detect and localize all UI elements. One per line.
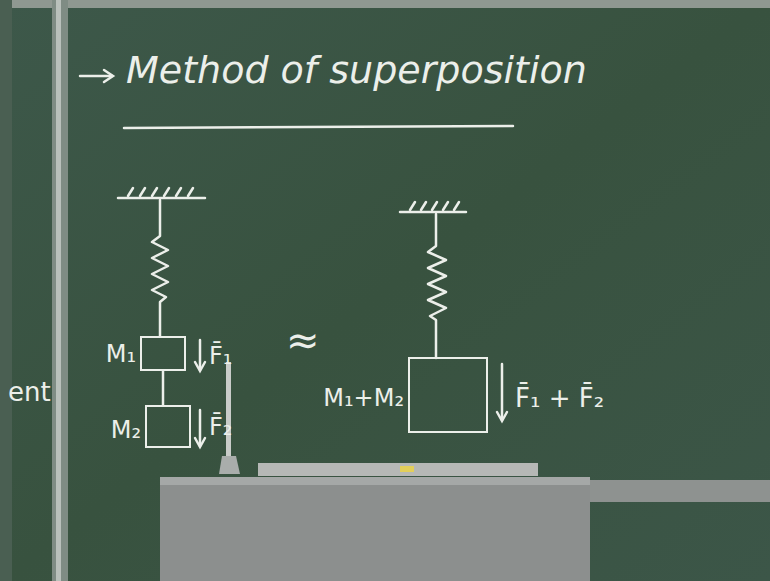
lectern-top xyxy=(160,477,590,485)
force-label: F̄₂ xyxy=(209,414,232,440)
rod-connector xyxy=(163,371,164,405)
chalk-piece xyxy=(400,466,414,472)
left-spring xyxy=(152,200,168,336)
chalk-tray xyxy=(258,463,538,476)
mass-label: M₁ xyxy=(106,341,136,367)
mass-label: M₁+M₂ xyxy=(323,385,404,411)
mass-label: M₂ xyxy=(111,417,141,443)
title-underline xyxy=(124,126,513,128)
right-support xyxy=(400,202,466,212)
rail xyxy=(585,480,770,502)
force-arrow xyxy=(497,364,507,421)
left-board xyxy=(0,0,12,581)
board-top-frame xyxy=(0,0,770,8)
mass-box: M₂ xyxy=(145,405,191,448)
force-arrow xyxy=(195,340,205,447)
board-edge xyxy=(52,0,68,581)
left-support xyxy=(118,188,205,198)
force-label: F̄₁ + F̄₂ xyxy=(515,384,604,413)
right-spring xyxy=(428,214,446,358)
title: Method of superposition xyxy=(126,50,587,92)
lectern xyxy=(160,477,590,581)
mass-box: M₁ xyxy=(140,336,186,371)
edge-text: ent xyxy=(8,378,51,407)
force-label: F̄₁ xyxy=(209,343,232,369)
mass-box: M₁+M₂ xyxy=(408,357,488,433)
title-arrow xyxy=(80,70,113,82)
board-edge-highlight xyxy=(56,0,61,581)
approx-symbol: ≈ xyxy=(286,318,320,362)
